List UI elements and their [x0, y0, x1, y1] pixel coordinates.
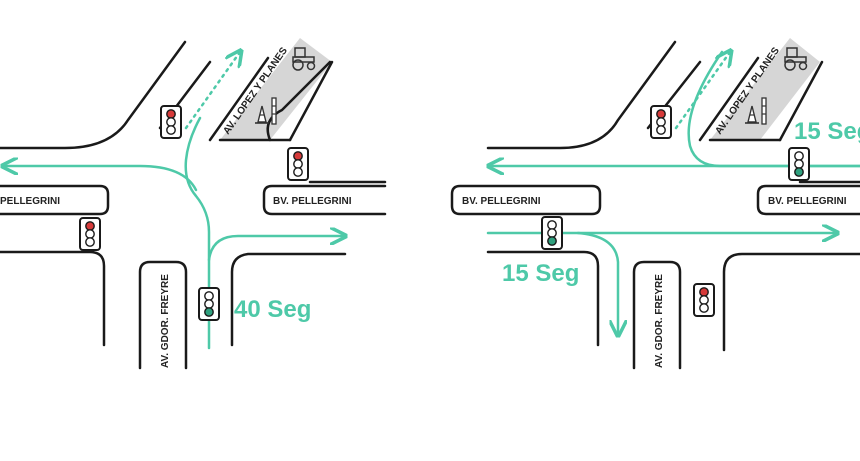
traffic-light-icon: [79, 217, 101, 251]
timer-label-bottom: 15 Seg: [502, 260, 579, 287]
road-outlines: [0, 40, 387, 370]
traffic-light-icon: [650, 105, 672, 139]
traffic-light-icon: [788, 147, 810, 181]
traffic-light-icon: [693, 283, 715, 317]
route-dotted-lopez: [184, 52, 240, 130]
traffic-light-icon: [541, 216, 563, 250]
closed-lane-shading: [220, 38, 332, 140]
closed-lane-shading: [710, 38, 820, 140]
street-label-pellegrini-right: BV. PELLEGRINI: [273, 196, 352, 207]
street-label-pellegrini-left: PELLEGRINI: [0, 196, 60, 207]
traffic-light-icon: [287, 147, 309, 181]
route-arrows-left: [4, 116, 344, 350]
traffic-light-icon: [160, 105, 182, 139]
street-label-pellegrini-right: BV. PELLEGRINI: [768, 196, 847, 207]
left-panel: PELLEGRINI BV. PELLEGRINI AV. LOPEZ Y PL…: [0, 38, 387, 370]
street-label-freyre: AV. GDOR. FREYRE: [160, 274, 171, 368]
timer-label: 40 Seg: [234, 296, 311, 323]
route-dotted-lopez: [674, 52, 730, 130]
street-label-freyre: AV. GDOR. FREYRE: [654, 274, 665, 368]
timer-label-top: 15 Seg: [794, 118, 860, 145]
traffic-light-icon: [198, 287, 220, 321]
street-label-pellegrini-left: BV. PELLEGRINI: [462, 196, 541, 207]
right-panel: BV. PELLEGRINI BV. PELLEGRINI AV. LOPEZ …: [450, 38, 860, 370]
